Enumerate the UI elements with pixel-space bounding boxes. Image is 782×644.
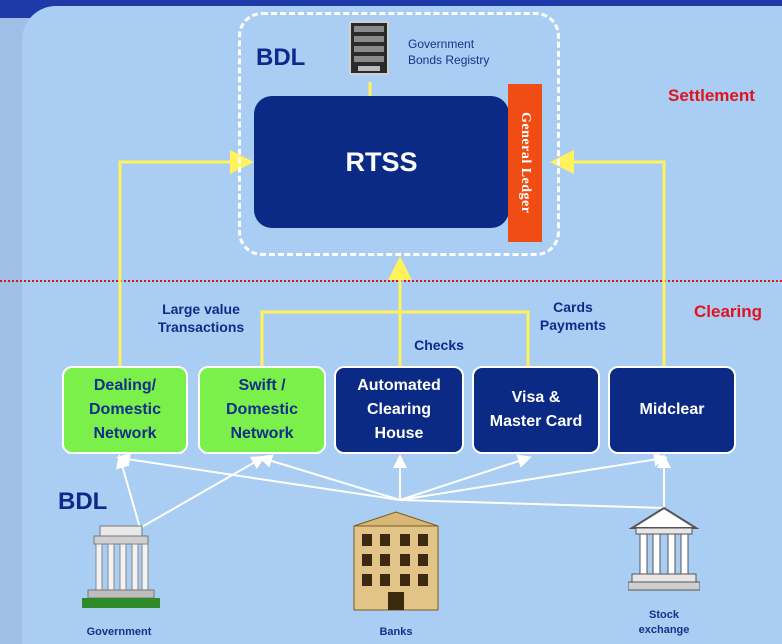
bdl-participant-label: BDL (58, 488, 108, 515)
bdl-settlement-boundary (238, 12, 560, 256)
visa-line2: Master Card (489, 413, 583, 430)
banks-to-midclear-line (399, 452, 668, 501)
cards-line1: Cards (553, 299, 593, 315)
banks-to-dealing-line (116, 452, 401, 501)
stock-exchange-icon (628, 506, 700, 591)
government-building-icon (82, 525, 160, 608)
dealing-line3: Network (93, 425, 157, 442)
ach-node: Automated Clearing House (334, 366, 464, 454)
swift-line3: Network (230, 425, 294, 442)
ach-line3: House (374, 425, 424, 442)
settlement-clearing-divider (0, 280, 782, 282)
general-ledger-bar: General Ledger (508, 84, 542, 242)
settlement-section-label: Settlement (668, 86, 755, 105)
stock-to-banks-line (399, 499, 665, 509)
dealing-to-rtss-line (118, 150, 254, 366)
server-icon (349, 21, 389, 75)
bdl-settlement-label: BDL (256, 44, 306, 71)
banks-caption: Banks (379, 626, 413, 638)
bonds-registry-label: Government Bonds Registry (408, 36, 489, 68)
midclear-line1: Midclear (639, 401, 705, 418)
clearing-section-label: Clearing (694, 302, 763, 321)
cards-line2: Payments (539, 317, 607, 333)
bonds-registry-line1: Government (408, 37, 475, 51)
stock-line1: Stock (649, 609, 679, 621)
swift-network-node: Swift / Domestic Network (198, 366, 326, 454)
ach-line1: Automated (357, 377, 441, 394)
dealing-line1: Dealing/ (93, 377, 157, 394)
midclear-node: Midclear (608, 366, 736, 454)
ach-line2: Clearing (366, 401, 431, 418)
checks-label: Checks (414, 337, 464, 353)
bonds-registry-line2: Bonds Registry (408, 53, 490, 67)
visa-line1: Visa & (511, 389, 561, 406)
banks-to-swift-line (258, 454, 401, 501)
dealing-line2: Domestic (88, 401, 162, 418)
cards-payments-label: Cards Payments (532, 298, 614, 334)
government-caption: Government (86, 626, 152, 638)
large-value-line1: Large value (162, 301, 240, 317)
midclear-to-rtss-line (550, 150, 666, 366)
large-value-label: Large value Transactions (150, 300, 252, 336)
swift-link-line (260, 310, 530, 366)
dealing-network-node: Dealing/ Domestic Network (62, 366, 188, 454)
visa-mastercard-node: Visa & Master Card (472, 366, 600, 454)
rtss-box: RTSS (254, 96, 509, 228)
large-value-line2: Transactions (157, 319, 245, 335)
stock-line2: exchange (638, 624, 690, 636)
bank-building-icon (353, 511, 439, 611)
gov-to-dealing-line (116, 454, 141, 529)
swift-line1: Swift / (238, 377, 286, 394)
swift-line2: Domestic (225, 401, 299, 418)
banks-to-visa-line (399, 454, 532, 501)
gov-to-swift-line (139, 456, 266, 529)
stock-exchange-caption: Stock exchange (616, 608, 712, 638)
